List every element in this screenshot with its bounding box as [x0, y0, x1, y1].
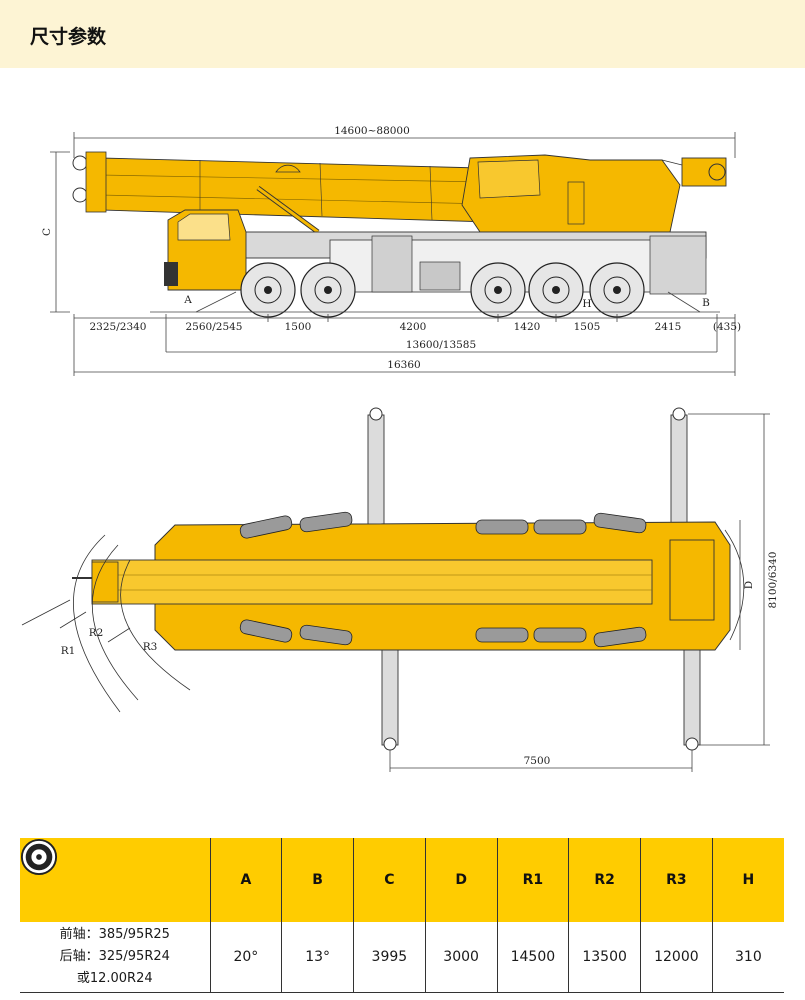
tire-icon	[20, 838, 58, 876]
label-a: A	[183, 294, 192, 306]
header-r1: R1	[496, 838, 569, 922]
segment-3: 1500	[285, 321, 312, 333]
side-view-drawing: 14600~88000 C	[41, 125, 741, 376]
tire-rear: 后轴：325/95R24	[59, 949, 170, 964]
outrigger-span: 7500	[524, 755, 551, 767]
outrigger-width: 8100/6340	[767, 552, 779, 609]
boom-length-label: 14600~88000	[334, 125, 410, 137]
label-d: D	[743, 581, 755, 589]
tire-front: 前轴：385/95R25	[59, 927, 170, 942]
value-h: 310	[711, 922, 784, 993]
value-a: 20°	[209, 922, 282, 993]
value-r1: 14500	[496, 922, 569, 993]
header-d: D	[424, 838, 497, 922]
label-b: B	[702, 297, 710, 309]
crane-drawings: 14600~88000 C	[21, 125, 779, 772]
table-row: 前轴：385/95R25 后轴：325/95R24 或12.00R24 20° …	[20, 922, 784, 993]
value-d: 3000	[424, 922, 497, 993]
header-c: C	[353, 838, 426, 922]
wheelbase-total: 13600/13585	[406, 339, 476, 351]
label-r1: R1	[61, 645, 76, 657]
tire-alt: 或12.00R24	[76, 971, 153, 986]
top-view-drawing: R1 R2 R3 D 8100/6340 7500	[21, 407, 779, 772]
section-header: 尺寸参数	[0, 0, 805, 68]
value-b: 13°	[281, 922, 354, 993]
segment-4: 4200	[400, 321, 427, 333]
value-r2: 13500	[568, 922, 641, 993]
table-header-row: A B C D R1 R2 R3 H	[20, 838, 784, 922]
segment-2: 2560/2545	[186, 321, 243, 333]
header-r3: R3	[640, 838, 713, 922]
segment-8: (435)	[713, 321, 741, 333]
segment-6: 1505	[574, 321, 601, 333]
label-h: H	[582, 298, 591, 310]
header-b: B	[281, 838, 354, 922]
label-r2: R2	[89, 627, 104, 639]
header-a: A	[209, 838, 282, 922]
segment-5: 1420	[514, 321, 541, 333]
header-r2: R2	[568, 838, 641, 922]
segment-1: 2325/2340	[90, 321, 147, 333]
tire-spec-cell: 前轴：385/95R25 后轴：325/95R24 或12.00R24	[20, 922, 210, 993]
spec-table: A B C D R1 R2 R3 H 前轴：385/95R25 后轴：325/9…	[20, 838, 784, 993]
label-r3: R3	[143, 641, 158, 653]
segment-7: 2415	[655, 321, 682, 333]
header-h: H	[711, 838, 784, 922]
section-title: 尺寸参数	[30, 26, 107, 48]
value-r3: 12000	[640, 922, 713, 993]
tire-header	[20, 838, 210, 922]
overall-length: 16360	[387, 359, 420, 371]
label-c: C	[41, 228, 53, 236]
value-c: 3995	[353, 922, 426, 993]
